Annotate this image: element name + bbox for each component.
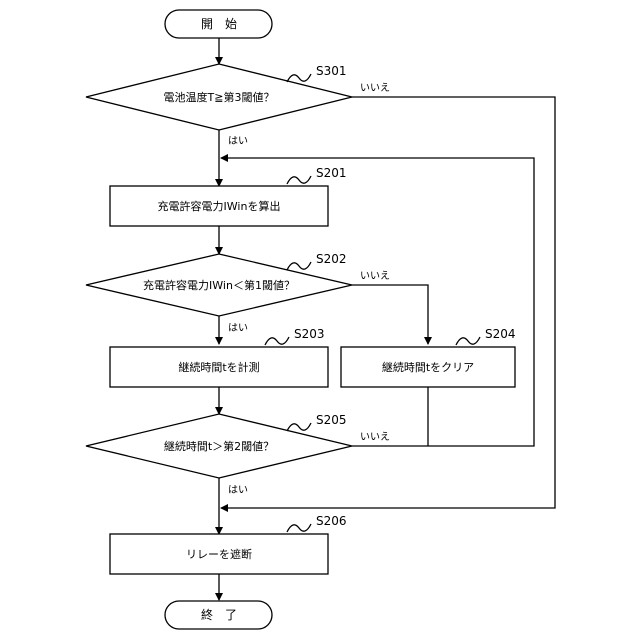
step-id-s205: S205 xyxy=(316,413,347,427)
yes-label-s301: はい xyxy=(228,135,248,147)
decision-s301-text: 電池温度T≧第3閾値？ xyxy=(164,90,275,104)
leader-s301 xyxy=(287,74,311,82)
leader-s202 xyxy=(287,262,311,270)
process-s201-text: 充電許容電力IWinを算出 xyxy=(158,199,281,213)
terminal-start-label: 開 始 xyxy=(201,17,237,31)
decision-s205-text: 継続時間t＞第2閾値？ xyxy=(164,439,274,453)
no-label-s205: いいえ xyxy=(360,431,390,443)
decision-s205: 継続時間t＞第2閾値？ xyxy=(86,414,352,478)
terminal-start: 開 始 xyxy=(165,10,272,38)
process-s203: 継続時間tを計測 xyxy=(110,347,328,387)
step-id-s201: S201 xyxy=(316,166,347,180)
decision-s202: 充電許容電力IWin＜第1閾値？ xyxy=(86,254,352,316)
step-labels: S301 S201 S202 S203 S204 S205 S206 xyxy=(265,64,516,532)
step-id-s202: S202 xyxy=(316,252,347,266)
decision-s202-text: 充電許容電力IWin＜第1閾値？ xyxy=(143,278,295,292)
no-label-s301: いいえ xyxy=(360,82,390,94)
process-s206: リレーを遮断 xyxy=(110,534,328,574)
process-s204-text: 継続時間tをクリア xyxy=(382,360,474,374)
leader-s204 xyxy=(456,337,480,345)
step-id-s301: S301 xyxy=(316,64,347,78)
process-s204: 継続時間tをクリア xyxy=(341,347,515,387)
edge-s202-no xyxy=(352,285,428,344)
leader-s206 xyxy=(287,524,311,532)
step-id-s206: S206 xyxy=(316,514,347,528)
terminal-end-label: 終 了 xyxy=(201,607,237,622)
no-label-s202: いいえ xyxy=(360,270,390,282)
yes-label-s205: はい xyxy=(228,484,248,496)
terminal-end: 終 了 xyxy=(165,601,272,629)
connectors xyxy=(219,38,555,600)
step-id-s203: S203 xyxy=(294,327,325,341)
decision-s301: 電池温度T≧第3閾値？ xyxy=(86,64,352,130)
leader-s201 xyxy=(287,176,311,184)
step-id-s204: S204 xyxy=(485,327,516,341)
process-s203-text: 継続時間tを計測 xyxy=(178,360,259,374)
leader-s203 xyxy=(265,337,289,345)
leader-s205 xyxy=(287,423,311,431)
yes-label-s202: はい xyxy=(228,322,248,334)
process-s201: 充電許容電力IWinを算出 xyxy=(110,186,328,226)
process-s206-text: リレーを遮断 xyxy=(186,547,252,561)
